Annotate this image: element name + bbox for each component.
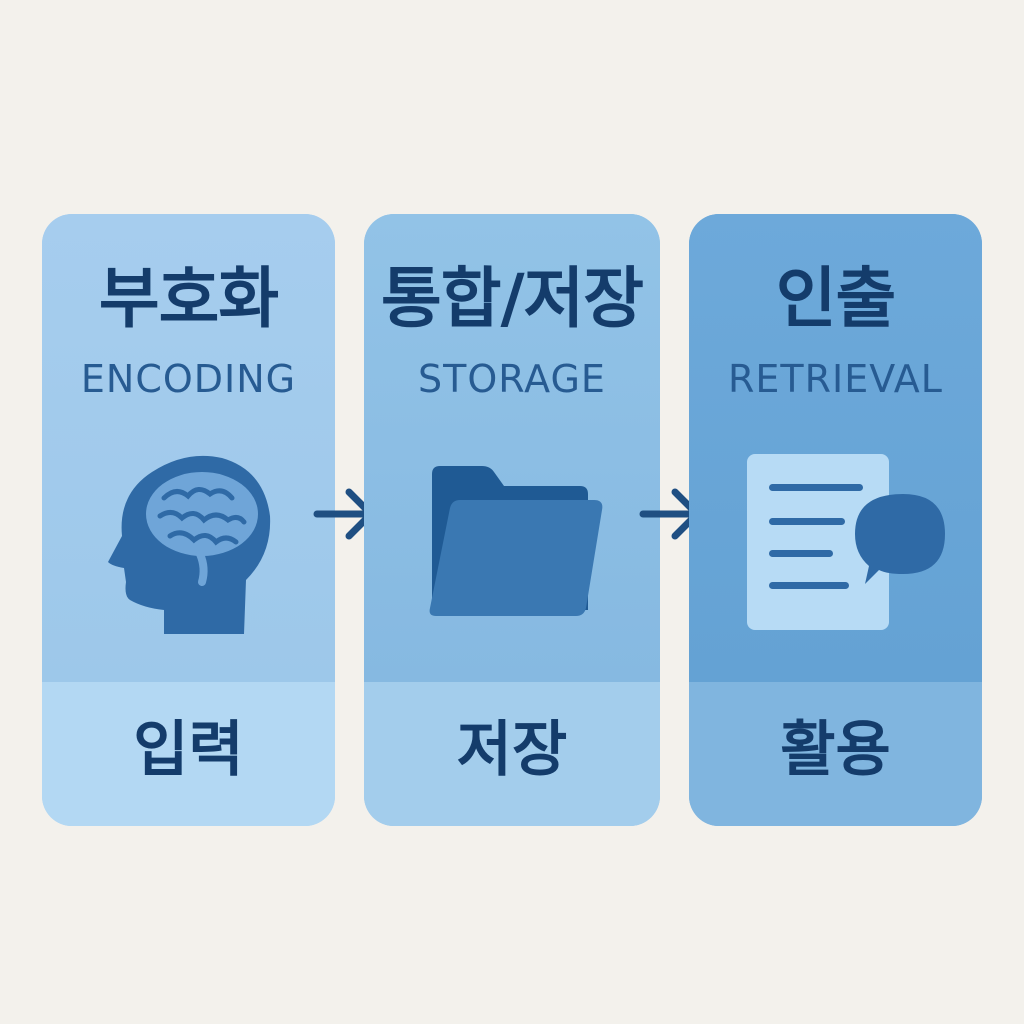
- stage-card-encoding: 부호화 ENCODING 입력: [42, 214, 335, 826]
- stage-card-bottom: 활용: [689, 682, 982, 826]
- stage-card-bottom: 저장: [364, 682, 660, 826]
- stage-bottom-label: 입력: [133, 715, 244, 785]
- folder-icon: [429, 466, 603, 616]
- head-brain-icon: [108, 455, 271, 634]
- stage-card-retrieval: 인출 RETRIEVAL 활용: [689, 214, 982, 826]
- stage-card-top: 통합/저장 STORAGE: [364, 214, 660, 682]
- stage-bottom-label: 활용: [780, 715, 891, 785]
- stage-title-english: STORAGE: [418, 357, 606, 401]
- stage-title-english: RETRIEVAL: [728, 357, 943, 401]
- stage-card-top: 인출 RETRIEVAL: [689, 214, 982, 682]
- stage-title-korean: 부호화: [98, 260, 279, 337]
- stage-card-top: 부호화 ENCODING: [42, 214, 335, 682]
- stage-card-storage: 통합/저장 STORAGE 저장: [364, 214, 660, 826]
- document-speech-bubble-icon: [747, 454, 945, 630]
- stage-bottom-label: 저장: [456, 715, 568, 785]
- stage-title-english: ENCODING: [80, 357, 297, 401]
- stage-card-bottom: 입력: [42, 682, 335, 826]
- stage-title-korean: 통합/저장: [381, 260, 644, 337]
- stage-title-korean: 인출: [775, 260, 896, 337]
